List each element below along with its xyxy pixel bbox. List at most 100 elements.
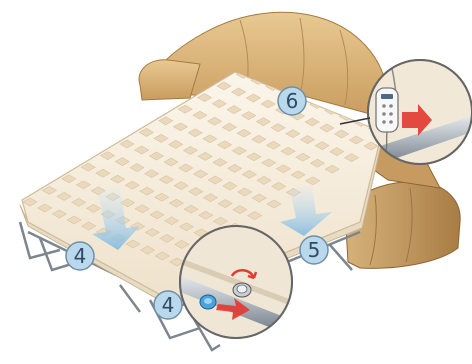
tuft [241, 170, 257, 179]
mattress-tufting [22, 72, 382, 267]
tuft [196, 93, 213, 102]
tuft [251, 193, 267, 203]
knob-icon [199, 282, 252, 310]
tuft [71, 198, 87, 207]
insert-arrow-icon [402, 104, 432, 136]
tuft [183, 204, 199, 214]
tuft [61, 174, 77, 184]
sofa-left-arm [138, 59, 201, 101]
callout-4-detail: 4 [153, 290, 183, 320]
tuft [163, 157, 179, 167]
tuft [260, 99, 276, 109]
tuft [192, 110, 208, 120]
tuft [95, 168, 111, 178]
tuft [290, 170, 306, 180]
tuft [231, 87, 247, 97]
tuft [80, 162, 96, 172]
tuft [304, 117, 320, 127]
callout-6: 6 [277, 86, 307, 116]
tuft [236, 187, 253, 197]
remote-control-icon [375, 87, 399, 159]
tuft [314, 141, 330, 150]
tuft [178, 163, 194, 173]
tuft [343, 153, 360, 162]
push-arrow-icon [216, 298, 250, 320]
tuft [207, 175, 223, 185]
tuft [295, 152, 311, 162]
tuft [144, 169, 160, 178]
tuft [154, 192, 170, 202]
tuft [153, 134, 169, 143]
tuft [222, 181, 238, 191]
tuft [246, 152, 262, 162]
tuft [245, 93, 262, 103]
tuft [309, 158, 326, 168]
tuft [158, 175, 175, 184]
tuft [37, 203, 53, 213]
rotation-arrow-icon [230, 269, 258, 280]
tuft [232, 205, 248, 214]
callout-4-detail-label: 4 [162, 293, 175, 317]
tuft [319, 123, 335, 133]
callout-4-left-label: 4 [74, 244, 87, 268]
tuft [81, 221, 97, 231]
tuft [198, 210, 214, 220]
callout-5: 5 [299, 235, 329, 265]
tuft [172, 122, 189, 132]
tuft [216, 140, 233, 150]
tuft [197, 152, 213, 161]
tuft [168, 140, 184, 149]
tuft [216, 81, 232, 91]
tuft [212, 158, 228, 167]
tuft [261, 158, 277, 168]
tuft [256, 176, 272, 185]
tuft [56, 192, 72, 201]
tuft [270, 123, 286, 132]
detail-knob [179, 225, 293, 339]
tuft [139, 245, 156, 255]
tuft [168, 198, 185, 208]
tuft [149, 210, 165, 220]
tuft [119, 139, 135, 149]
tuft [211, 99, 227, 108]
callout-5-label: 5 [308, 238, 321, 262]
tuft [134, 145, 150, 155]
tuft [271, 182, 287, 191]
tuft [299, 135, 316, 144]
tuft [158, 116, 174, 126]
tuft [221, 122, 237, 132]
tuft [333, 129, 350, 139]
tuft [114, 157, 130, 166]
tuft [173, 181, 189, 190]
tuft [231, 146, 247, 156]
tuft [280, 146, 296, 156]
tuft [66, 215, 82, 225]
tuft [187, 128, 203, 138]
tuft [159, 234, 175, 243]
tuft [212, 216, 229, 226]
tuft [22, 197, 38, 207]
tuft [144, 228, 160, 237]
tuft [285, 129, 301, 138]
tuft [206, 116, 223, 126]
tuft [324, 164, 340, 174]
tuft [275, 164, 292, 174]
tuft [188, 187, 204, 196]
tuft [178, 222, 195, 232]
tuft [217, 199, 233, 208]
tuft [251, 134, 267, 144]
tuft [226, 164, 243, 173]
tuft [134, 204, 150, 214]
tuft [236, 128, 252, 138]
tuft [177, 104, 193, 114]
tuft [202, 134, 218, 144]
tuft [305, 176, 321, 186]
tuft [255, 117, 272, 126]
tuft [109, 174, 126, 184]
tuft [265, 140, 282, 150]
tuft [138, 128, 155, 137]
callout-4-left: 4 [65, 241, 95, 271]
tuft [266, 199, 282, 209]
tuft [125, 239, 141, 249]
